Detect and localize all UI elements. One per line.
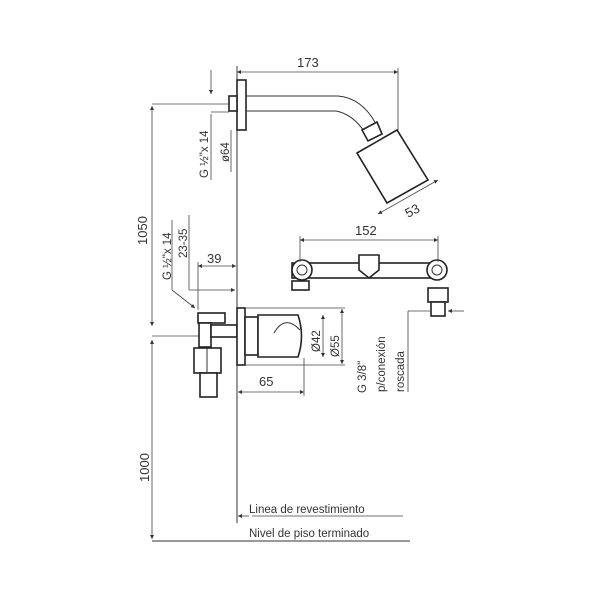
outlet-type-label: roscada xyxy=(395,350,407,392)
wall-valve xyxy=(193,307,303,398)
height-valve-label: 1000 xyxy=(137,453,152,482)
wall-line-label: Linea de revestimiento xyxy=(249,504,365,516)
outlet-thread-label: G 3/8" xyxy=(357,361,369,393)
handle-depth-label: 65 xyxy=(259,374,273,389)
diameter-outer-label: Ø55 xyxy=(330,335,342,357)
head-size-label: 53 xyxy=(402,201,422,221)
height-shower-label: 1050 xyxy=(135,216,150,245)
wall-offset-label: 39 xyxy=(207,251,221,266)
mixer-body-top-view xyxy=(291,254,449,317)
outlet-connection-label: p/conexión xyxy=(376,336,388,392)
height-dimension: 1050 1000 xyxy=(135,103,237,539)
range-label: 23-35 xyxy=(178,229,190,258)
thread-left-label: G ½"x 14 xyxy=(162,232,174,280)
arm-reach-label: 173 xyxy=(297,55,319,70)
thread-top-label: G ½"x 14 xyxy=(199,130,211,178)
inlet-spacing-label: 152 xyxy=(355,223,377,238)
floor-line-label: Nivel de piso terminado xyxy=(249,528,369,540)
flange-diameter-label: ø64 xyxy=(220,142,232,162)
diameter-inner-label: Ø42 xyxy=(311,330,323,352)
